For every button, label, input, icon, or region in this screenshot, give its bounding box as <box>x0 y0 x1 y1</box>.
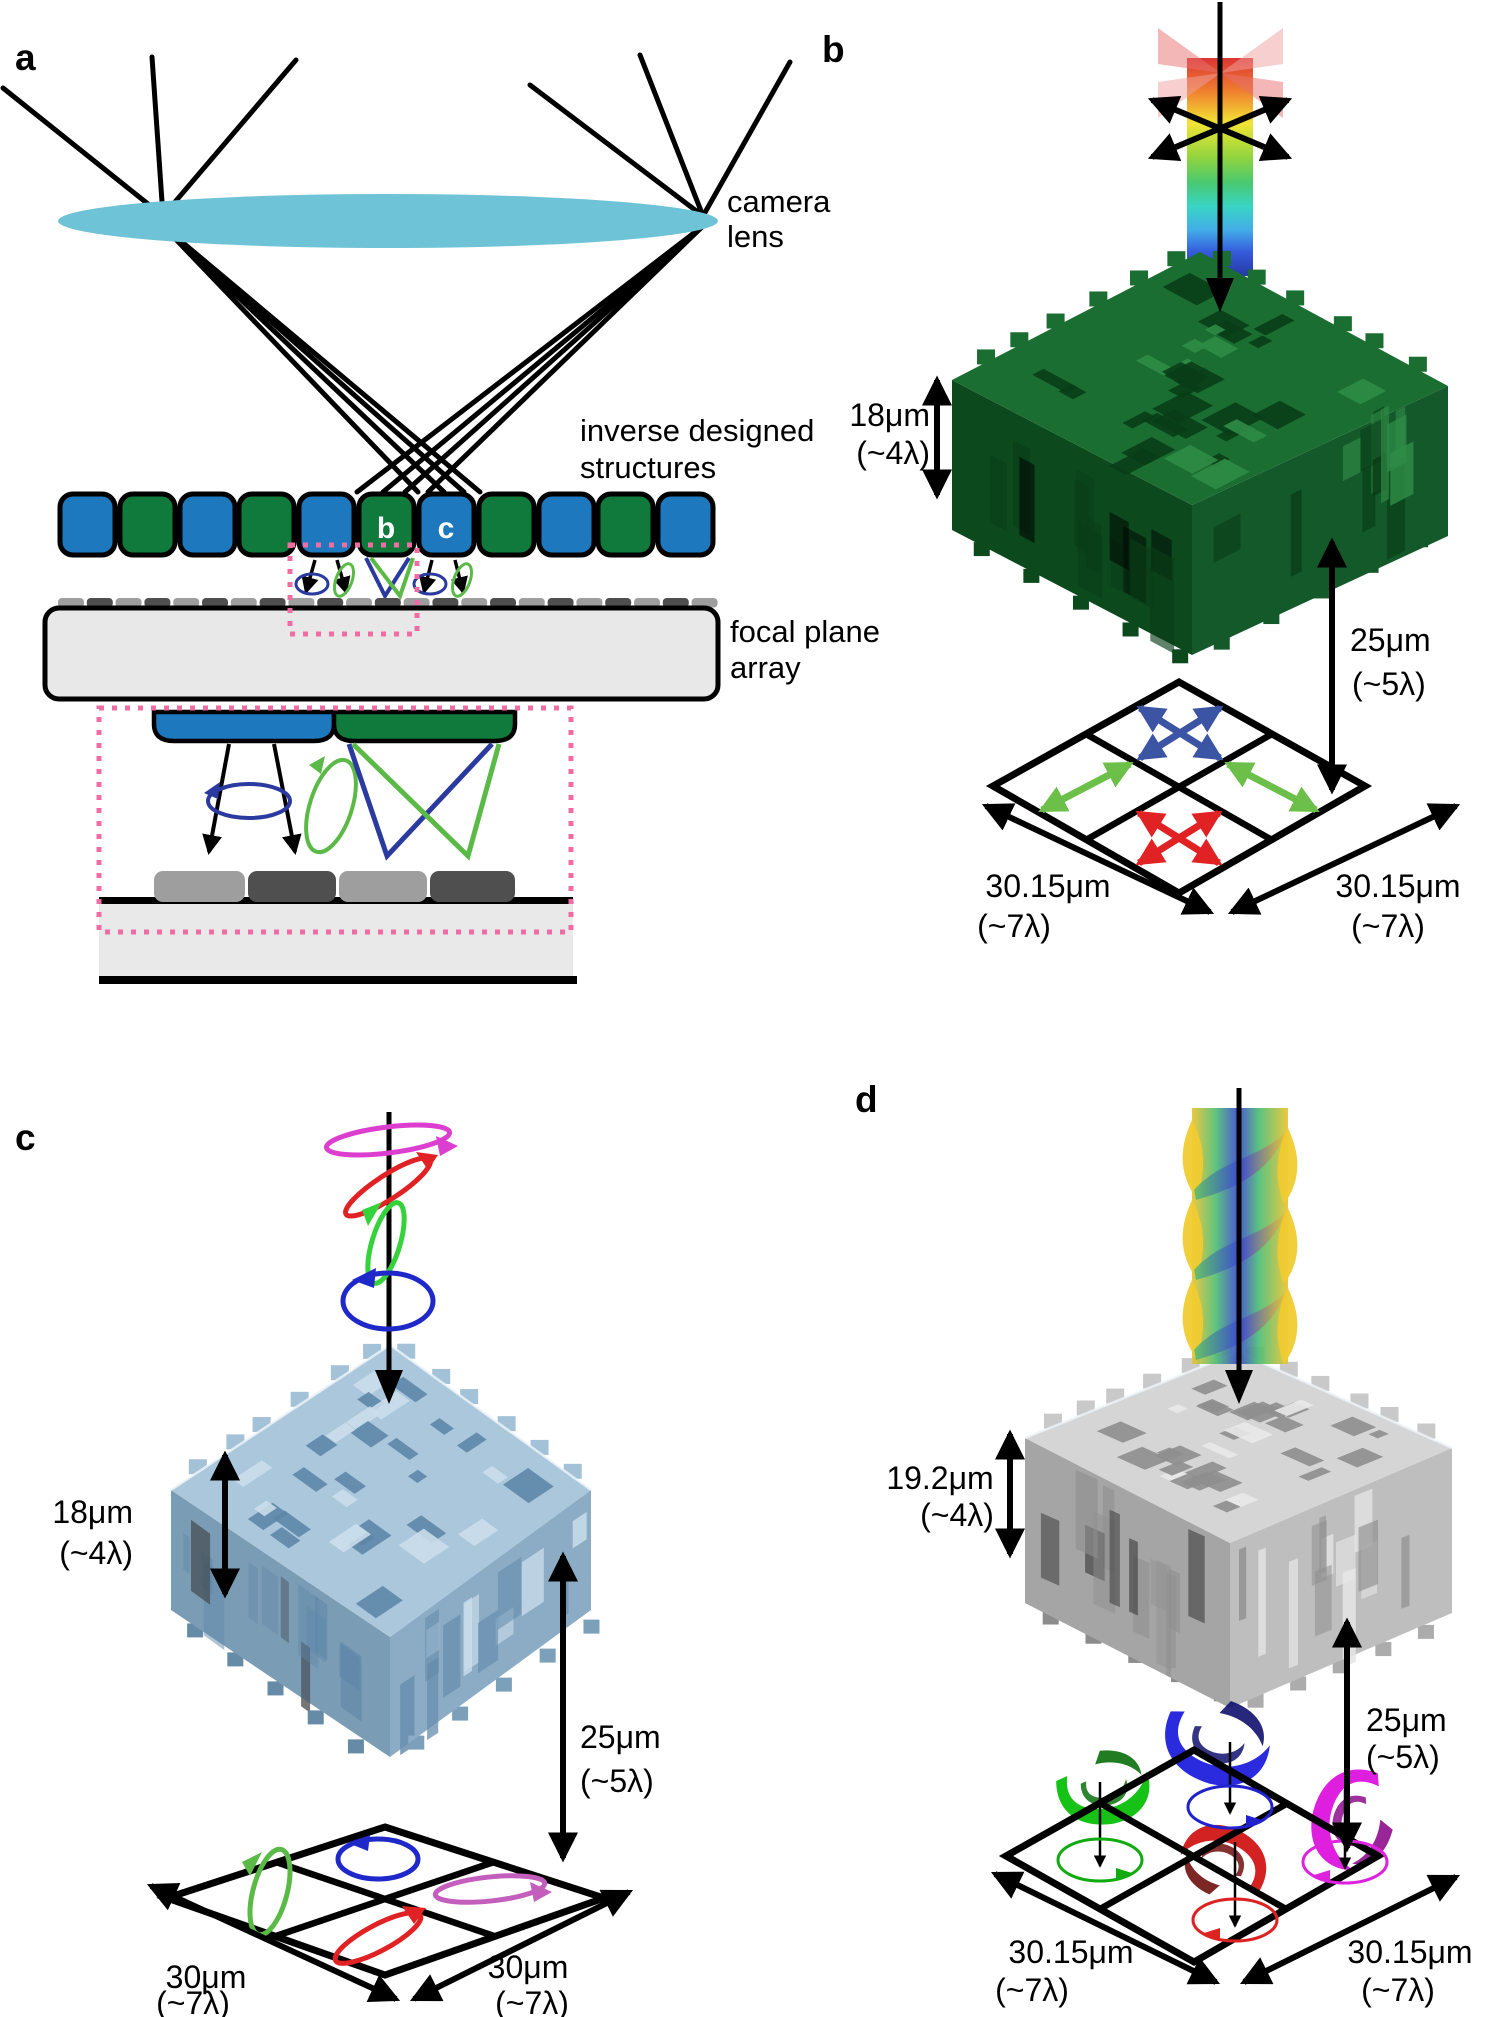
standoff-approx-label: (~5λ) <box>1352 666 1426 702</box>
panel-b-label: b <box>822 29 845 70</box>
zoom-highlight-box <box>287 542 420 637</box>
focused-ray-lines <box>160 223 706 495</box>
camera-lens-icon <box>58 194 718 248</box>
panel-d: d 19.2μm (~4λ) <box>855 1079 1473 2008</box>
structure-array <box>57 491 716 558</box>
width-left-label: 30.15μm <box>985 868 1110 904</box>
blue-voxel-structure <box>170 1343 600 1757</box>
width-right-label: 30.15μm <box>1335 868 1460 904</box>
width-right-approx-label: (~7λ) <box>495 1985 569 2017</box>
width-right-label: 30.15μm <box>1347 1934 1472 1970</box>
incoming-ray-lines <box>0 52 793 219</box>
beam-axis-arrow <box>1225 1088 1253 1404</box>
width-right-approx-label: (~7λ) <box>1361 1972 1435 2008</box>
focal-plane-label-line1: focal plane <box>730 614 880 649</box>
inset-arrows <box>202 743 302 855</box>
camera-lens-label-line2: lens <box>727 219 784 254</box>
standoff-approx-label: (~5λ) <box>580 1763 654 1799</box>
pixel-strip <box>58 598 718 608</box>
width-dimension-arrows <box>981 803 1461 915</box>
beam-axis-arrow <box>1206 2 1234 312</box>
standoff-label: 25μm <box>1350 622 1431 658</box>
height-label: 18μm <box>52 1494 133 1530</box>
width-left-approx-label: (~7λ) <box>156 1985 230 2017</box>
inset-pixels <box>154 871 515 902</box>
inset-bottom-line <box>99 976 577 984</box>
width-left-label: 30μm <box>166 1959 247 1995</box>
width-right-label: 30μm <box>488 1949 569 1985</box>
inset-highlight-box <box>96 705 574 935</box>
height-approx-label: (~4λ) <box>59 1535 133 1571</box>
camera-lens-label-line1: camera <box>727 184 831 219</box>
inset-surface-line <box>99 897 573 904</box>
panel-b: b 18μm (~4λ) 25μm (~5λ) 30.15μ <box>822 2 1461 944</box>
panel-c-label: c <box>15 1117 36 1158</box>
standoff-approx-label: (~5λ) <box>1366 1739 1440 1775</box>
standoff-label: 25μm <box>580 1719 661 1755</box>
panel-a-label: a <box>15 37 36 78</box>
inset-green-structure <box>331 709 518 744</box>
output-arrows <box>301 559 468 595</box>
inset-zoom <box>96 705 577 984</box>
height-approx-label: (~4λ) <box>920 1497 994 1533</box>
polarization-mini-icons <box>294 556 474 601</box>
green-voxel-structure <box>952 250 1448 664</box>
width-left-approx-label: (~7λ) <box>977 908 1051 944</box>
panel-c: c 18μm (~4λ) 25μm (~5λ) <box>15 1112 661 2017</box>
panel-d-label: d <box>855 1079 878 1120</box>
width-right-approx-label: (~7λ) <box>1351 908 1425 944</box>
panel-a: a camera lens inverse designed structure… <box>0 37 880 984</box>
beam-axis-arrow <box>375 1112 403 1404</box>
width-dimension-arrows <box>990 1871 1461 1985</box>
pixel-grid <box>985 677 1373 898</box>
inset-substrate <box>99 903 573 978</box>
structures-label-line2: structures <box>580 450 716 485</box>
focal-plane-array <box>42 605 721 702</box>
polarization-ellipse-stack <box>323 1122 458 1332</box>
width-left-approx-label: (~7λ) <box>995 1972 1069 2008</box>
structure-c-marker: c <box>438 512 455 545</box>
inset-polarization-icons <box>204 742 502 861</box>
structures-label-line1: inverse designed <box>580 413 814 448</box>
height-label: 18μm <box>849 397 930 433</box>
width-dimension-arrows <box>146 1883 634 2002</box>
standoff-label: 25μm <box>1366 1702 1447 1738</box>
height-label: 19.2μm <box>886 1460 993 1496</box>
structure-b-marker: b <box>377 512 395 545</box>
inset-blue-structure <box>151 709 337 744</box>
focal-plane-label-line2: array <box>730 650 801 685</box>
height-approx-label: (~4λ) <box>856 435 930 471</box>
width-left-label: 30.15μm <box>1008 1934 1133 1970</box>
